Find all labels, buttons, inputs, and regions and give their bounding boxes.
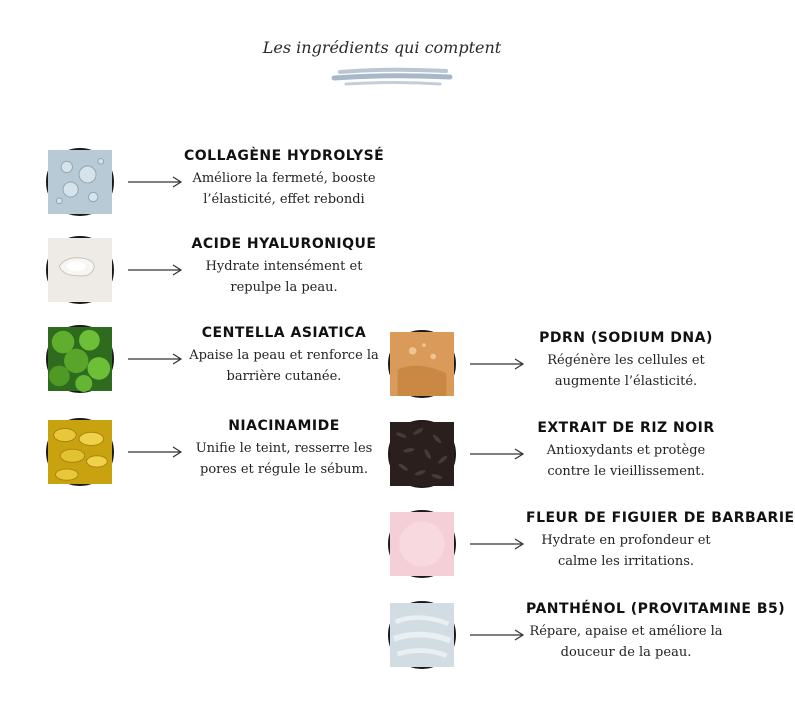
pdrn-serum-icon	[388, 330, 456, 398]
ingredient-item: Fleur de figuier de barbarie Hydrate en …	[388, 510, 795, 590]
ingredient-name: Panthénol (Provitamine B5)	[526, 601, 786, 617]
ingredient-item: Centella Asiatica Apaise la peau et renf…	[46, 325, 406, 405]
ingredient-name: Acide hyaluronique	[191, 236, 377, 252]
page-title: Les ingrédients qui comptent	[262, 38, 502, 57]
arrow-right-icon	[128, 176, 183, 188]
prickly-pear-flower-icon	[388, 510, 456, 578]
black-rice-icon	[388, 420, 456, 488]
arrow-right-icon	[128, 446, 183, 458]
ingredient-name: Collagène hydrolysé	[184, 148, 385, 164]
panthenol-cream-icon	[388, 601, 456, 669]
ingredient-item: Extrait de riz noir Antioxydants et prot…	[388, 420, 748, 500]
collagen-bubbles-icon	[46, 148, 114, 216]
niacinamide-capsules-icon	[46, 418, 114, 486]
arrow-right-icon	[128, 264, 183, 276]
ingredient-name: Extrait de riz noir	[537, 420, 715, 436]
arrow-right-icon	[470, 538, 525, 550]
ingredient-name: Niacinamide	[228, 418, 340, 434]
arrow-right-icon	[470, 448, 525, 460]
arrow-right-icon	[128, 353, 183, 365]
ingredient-name: PDRN (Sodium DNA)	[539, 330, 713, 346]
centella-leaves-icon	[46, 325, 114, 393]
ingredient-item: Niacinamide Unifie le teint, resserre le…	[46, 418, 406, 498]
brush-stroke-decoration	[331, 67, 453, 86]
hyaluronic-cream-icon	[46, 236, 114, 304]
arrow-right-icon	[470, 629, 525, 641]
ingredient-name: Centella Asiatica	[201, 325, 367, 341]
ingredient-item: Panthénol (Provitamine B5) Répare, apais…	[388, 601, 786, 681]
arrow-right-icon	[470, 358, 525, 370]
ingredient-item: PDRN (Sodium DNA) Régénère les cellules …	[388, 330, 748, 410]
ingredient-item: Collagène hydrolysé Améliore la fermeté,…	[46, 148, 406, 228]
ingredient-name: Fleur de figuier de barbarie	[526, 510, 795, 526]
ingredient-item: Acide hyaluronique Hydrate intensément e…	[46, 236, 406, 316]
